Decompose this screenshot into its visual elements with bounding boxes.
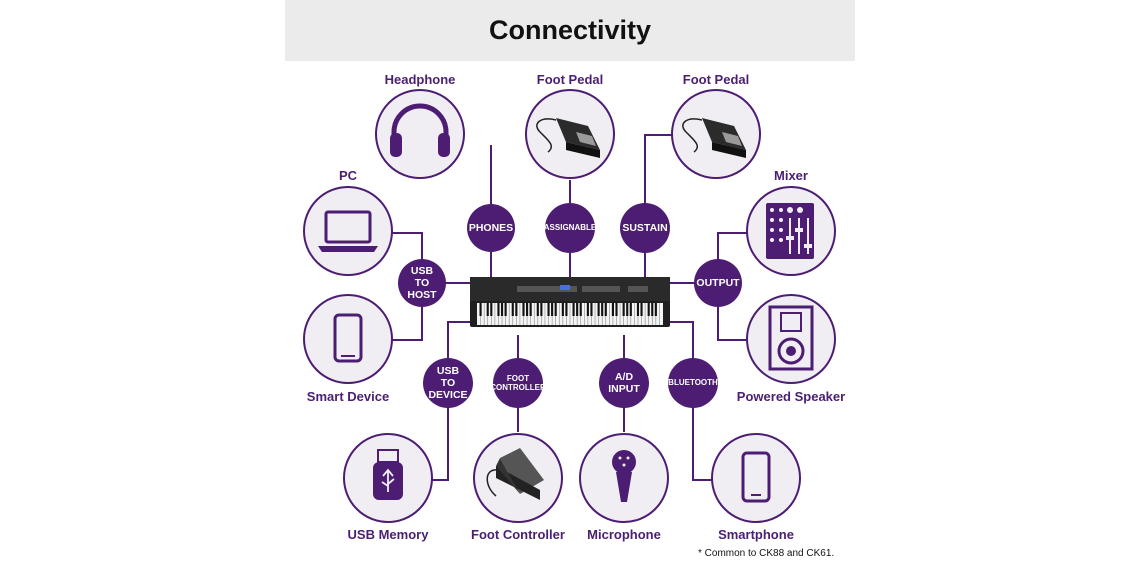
- black-key: [647, 303, 650, 316]
- foot-pedal-label-1: Foot Pedal: [536, 72, 604, 87]
- black-key: [479, 303, 482, 316]
- line-speaker-output: [717, 306, 747, 341]
- port-sustain: SUSTAIN: [620, 203, 670, 253]
- black-key: [576, 303, 579, 316]
- headphone-icon: [390, 103, 450, 157]
- black-key: [526, 303, 529, 316]
- black-key: [547, 303, 550, 316]
- foot-controller-icon: [486, 448, 544, 500]
- port-usb-to-host: USB TO HOST: [398, 259, 446, 307]
- black-key: [622, 303, 625, 316]
- black-key: [615, 303, 618, 316]
- pc-circle: [303, 186, 393, 276]
- black-key: [511, 303, 514, 316]
- foot-pedal-label-2: Foot Pedal: [682, 72, 750, 87]
- footnote: * Common to CK88 and CK61.: [698, 548, 835, 559]
- black-key: [636, 303, 640, 316]
- line-usbdevice-usbmem: [430, 406, 449, 481]
- pc-label: PC: [338, 168, 358, 183]
- black-key: [579, 303, 582, 316]
- port-bluetooth: BLUETOOTH: [668, 358, 718, 408]
- black-key: [551, 303, 554, 316]
- mixer-label: Mixer: [774, 168, 808, 183]
- black-key: [540, 303, 543, 316]
- black-key: [604, 303, 607, 316]
- black-key: [601, 303, 604, 316]
- smartphone-label: Smartphone: [718, 527, 794, 542]
- port-usb-to-device: USB TO DEVICE: [423, 358, 473, 408]
- black-key: [629, 303, 632, 316]
- foot-pedal-icon: [536, 118, 600, 158]
- black-key: [486, 303, 489, 316]
- smartphone-icon: [741, 451, 771, 503]
- headphone-label: Headphone: [384, 72, 456, 87]
- headphone-circle: [375, 89, 465, 179]
- port-assignable: ASSIGNABLE: [544, 203, 596, 253]
- black-key: [654, 303, 657, 316]
- line-keyboard-usbdevice: [447, 321, 474, 360]
- black-key: [651, 303, 654, 316]
- line-bluetooth-smartphone: [692, 406, 712, 481]
- black-key: [597, 303, 600, 316]
- line-keyboard-bluetooth: [666, 321, 694, 360]
- black-key: [522, 303, 525, 316]
- black-key: [586, 303, 589, 316]
- black-key: [561, 303, 564, 316]
- smart-device-circle: [303, 294, 393, 384]
- black-key: [611, 303, 614, 316]
- microphone-label: Microphone: [587, 527, 661, 542]
- black-key: [490, 303, 493, 316]
- black-key: [504, 303, 507, 316]
- usb-memory-icon: [373, 449, 403, 500]
- speaker-icon: [768, 305, 814, 371]
- black-key: [565, 303, 568, 316]
- black-key: [497, 303, 500, 316]
- black-key: [536, 303, 539, 316]
- microphone-icon: [612, 450, 636, 502]
- tablet-icon: [333, 313, 363, 363]
- laptop-icon: [318, 210, 378, 252]
- foot-pedal-icon: [682, 118, 746, 158]
- smartphone-circle: [711, 433, 801, 523]
- keyboard-instrument: [470, 277, 670, 327]
- line-pc-usbhost: [392, 232, 423, 260]
- port-foot-controller: FOOT CONTROLLER: [490, 358, 546, 408]
- black-key: [515, 303, 518, 316]
- line-smart-usbhost: [392, 306, 423, 341]
- black-key: [590, 303, 593, 316]
- title-bar: Connectivity: [285, 0, 855, 61]
- black-key: [640, 303, 643, 316]
- mixer-icon: [766, 203, 814, 259]
- foot-controller-label: Foot Controller: [471, 527, 565, 542]
- black-key: [500, 303, 504, 316]
- black-key: [529, 303, 532, 316]
- usb-memory-label: USB Memory: [347, 527, 429, 542]
- black-key: [626, 303, 629, 316]
- line-mixer-output: [717, 232, 747, 260]
- port-phones: PHONES: [467, 204, 515, 252]
- port-output: OUTPUT: [694, 259, 742, 307]
- port-ad-input: A/D INPUT: [599, 358, 649, 408]
- powered-speaker-label: Powered Speaker: [736, 389, 846, 404]
- black-key: [572, 303, 575, 316]
- black-key: [554, 303, 557, 316]
- smart-device-label: Smart Device: [306, 389, 390, 404]
- page-title: Connectivity: [488, 15, 652, 45]
